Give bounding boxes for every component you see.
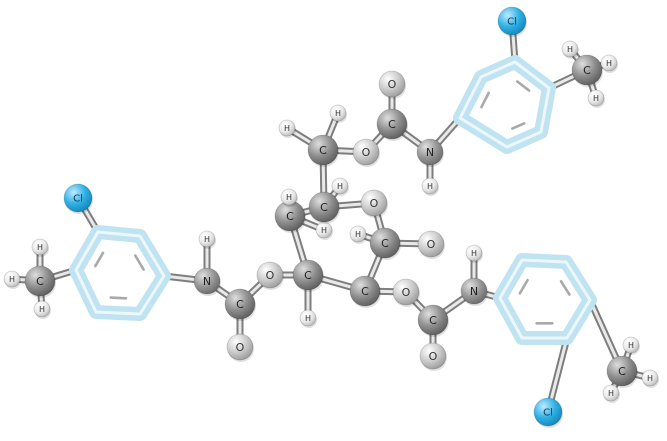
atom-h: H — [198, 230, 216, 249]
aromatic-bond-bar — [133, 254, 145, 271]
aromatic-bond-bar — [109, 296, 128, 300]
atom-h: H — [33, 300, 51, 319]
benzene-ring-3 — [493, 253, 597, 345]
atom-o: O — [360, 189, 388, 218]
atom-c: C — [369, 227, 401, 260]
atom-h: H — [278, 119, 296, 138]
atom-h: H — [3, 270, 21, 289]
atom-c: C — [606, 355, 638, 388]
atom-h: H — [602, 384, 620, 403]
atom-c: C — [571, 54, 603, 87]
atom-h: H — [31, 238, 49, 257]
atom-cl: Cl — [497, 6, 527, 37]
atom-h: H — [315, 221, 333, 240]
atom-h: H — [600, 54, 618, 73]
atom-n: N — [416, 138, 444, 167]
aromatic-bond-bar — [511, 122, 526, 130]
atom-o: O — [352, 138, 380, 167]
aromatic-bond-bar — [515, 80, 531, 92]
atom-o: O — [226, 333, 254, 362]
atom-h: H — [349, 225, 367, 244]
atom-cl: Cl — [533, 397, 563, 428]
atom-o: O — [419, 342, 447, 371]
rings-layer — [69, 55, 597, 345]
atom-o: O — [378, 70, 406, 99]
atom-c: C — [417, 304, 449, 337]
atom-cl: Cl — [63, 183, 93, 214]
atom-c: C — [349, 275, 381, 308]
atom-h: H — [421, 177, 439, 196]
aromatic-bond-bar — [480, 91, 491, 109]
atom-h: H — [641, 369, 659, 388]
atom-o: O — [392, 278, 420, 307]
aromatic-bond-bar — [94, 251, 105, 268]
atom-h: H — [329, 104, 347, 123]
benzene-ring-2 — [453, 55, 556, 154]
atom-c: C — [224, 288, 256, 321]
atom-h: H — [465, 244, 483, 263]
atom-c: C — [307, 134, 339, 167]
aromatic-bond-bar — [518, 278, 529, 295]
atom-n: N — [460, 277, 488, 306]
atom-c: C — [274, 200, 306, 233]
atom-o: O — [417, 230, 445, 259]
benzene-ring-1 — [69, 225, 171, 321]
atom-h: H — [299, 309, 317, 328]
atom-c: C — [308, 191, 340, 224]
atom-c: C — [292, 259, 324, 292]
atom-c: C — [24, 265, 56, 298]
atom-h: H — [587, 89, 605, 108]
aromatic-bond-bar — [559, 280, 571, 296]
atom-n: N — [193, 267, 221, 296]
atom-h: H — [561, 40, 579, 59]
